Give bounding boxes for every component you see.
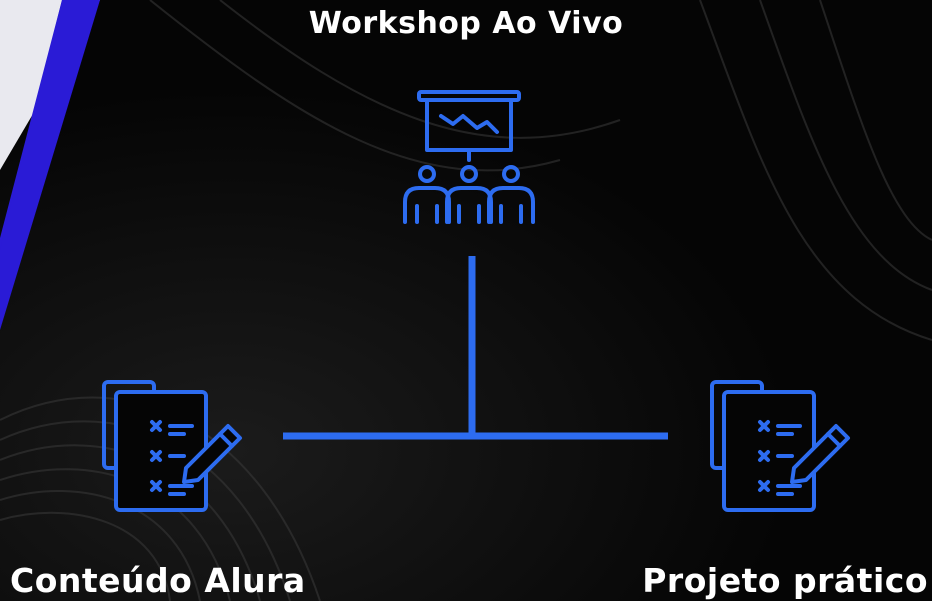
node-label-right: Projeto prático [642, 561, 928, 600]
checklist-documents-icon [102, 380, 242, 512]
node-label-left: Conteúdo Alura [10, 561, 306, 600]
checklist-documents-icon [710, 380, 850, 512]
presentation-audience-icon [403, 90, 535, 224]
node-label-top: Workshop Ao Vivo [308, 6, 624, 41]
